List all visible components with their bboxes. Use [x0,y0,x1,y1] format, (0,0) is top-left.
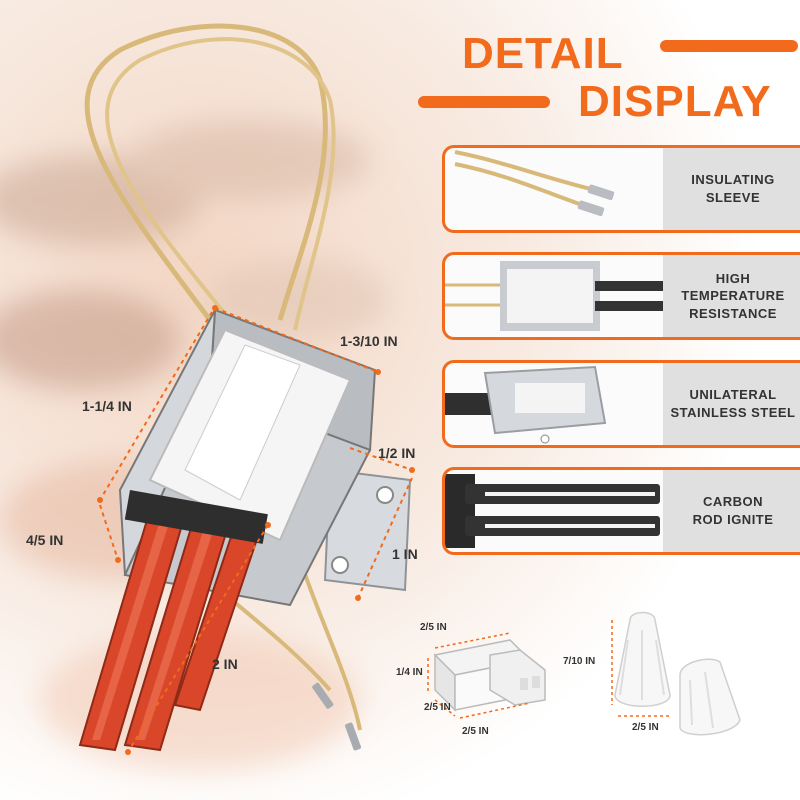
title-bar-left [418,96,550,108]
feature-panel-stainless-steel: UNILATERAL STAINLESS STEEL [442,360,800,448]
feature-label: CARBON ROD IGNITE [663,470,800,552]
steel-bracket-image [445,365,607,444]
feature-panel-high-temperature: HIGH TEMPERATURE RESISTANCE [442,252,800,340]
dimension-bracket-width: 1/2 IN [378,445,416,461]
title-bar-right [660,40,798,52]
dimension-rod-length: 2 IN [212,656,238,672]
igniter-main-image [78,23,415,755]
feature-panel-carbon-rod: CARBON ROD IGNITE [442,467,800,555]
feature-label: UNILATERAL STAINLESS STEEL [663,363,800,445]
feature-label: HIGH TEMPERATURE RESISTANCE [663,255,800,337]
title-line1: DETAIL [462,29,624,78]
dimension-width: 1-3/10 IN [340,333,398,349]
dimension-depth: 4/5 IN [26,532,64,548]
connector-dim-side: 1/4 IN [396,667,423,678]
carbon-rod-image [445,474,660,548]
cap-dim-height: 7/10 IN [563,656,596,667]
connector-dim-top: 2/5 IN [420,622,447,633]
connector-dim-bottom-a: 2/5 IN [424,702,451,713]
connector-dim-bottom-b: 2/5 IN [462,726,489,737]
cap-dim-width: 2/5 IN [632,722,659,733]
dimension-bracket-height: 1 IN [392,546,418,562]
connector-and-caps-image [427,611,741,736]
title-line2: DISPLAY [578,77,772,126]
wire-terminal-image [454,150,615,217]
feature-label: INSULATING SLEEVE [663,148,800,230]
ceramic-block-image [445,261,663,331]
feature-panel-insulating-sleeve: INSULATING SLEEVE [442,145,800,233]
dimension-height: 1-1/4 IN [82,398,132,414]
